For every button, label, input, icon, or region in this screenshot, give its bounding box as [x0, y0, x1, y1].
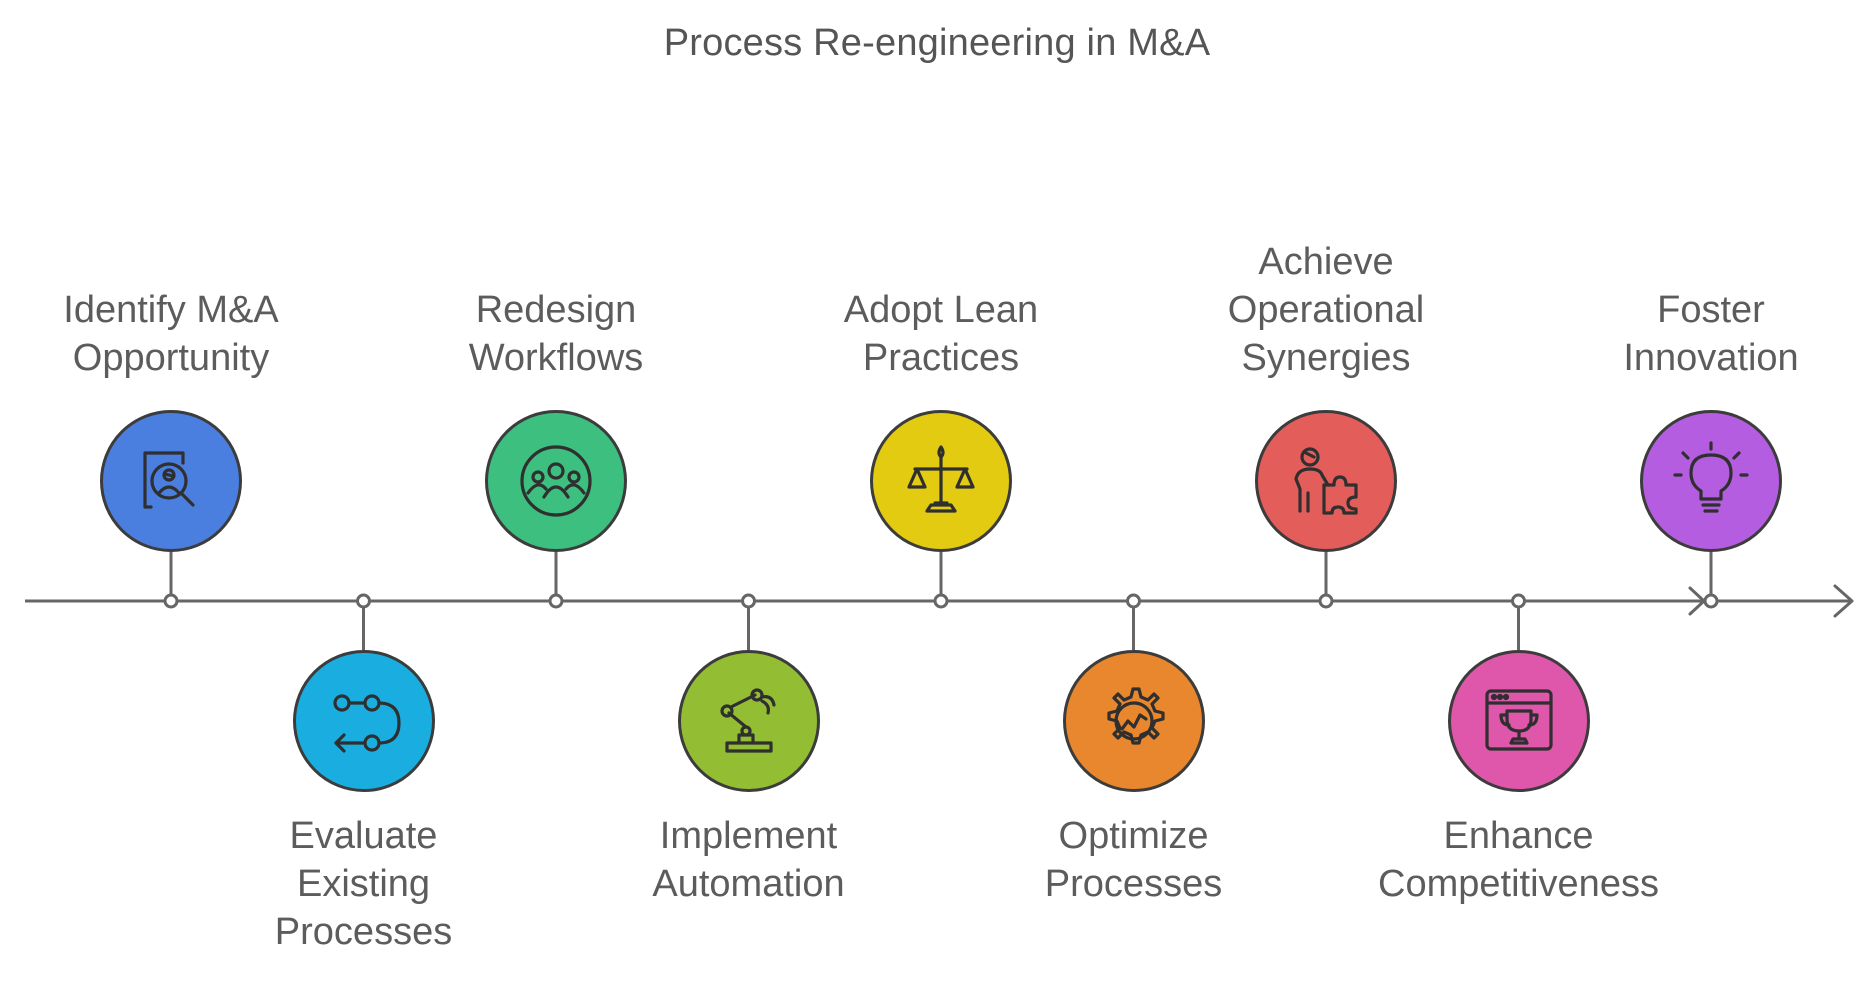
step-node	[485, 410, 627, 552]
timeline-marker	[1126, 593, 1141, 609]
step-node	[1447, 650, 1590, 792]
step-node	[100, 410, 242, 552]
step-node	[677, 650, 820, 792]
document-search-icon	[143, 451, 195, 509]
gear-chart-icon	[1106, 687, 1165, 745]
timeline-marker	[163, 593, 179, 609]
timeline-end-arrow	[1833, 584, 1854, 618]
step-node	[870, 410, 1012, 552]
balance-scale-icon	[907, 445, 975, 513]
step-label: Foster Innovation	[1623, 289, 1799, 379]
timeline-marker	[356, 593, 371, 609]
step-label: Implement Automation	[652, 815, 845, 905]
step-node	[1062, 650, 1205, 792]
step-label: Enhance Competitiveness	[1378, 815, 1659, 905]
step-label: Achieve Operational Synergies	[1227, 241, 1425, 379]
diagram-title: Process Re-engineering in M&A	[663, 22, 1211, 64]
team-group-icon	[520, 445, 592, 517]
timeline-marker	[548, 593, 564, 609]
step-node	[1640, 410, 1782, 552]
timeline-marker	[1511, 593, 1526, 609]
robotic-arm-icon	[719, 688, 776, 753]
person-puzzle-icon	[1294, 447, 1358, 515]
process-flow-icon	[332, 694, 401, 753]
step-node	[1255, 410, 1397, 552]
trophy-window-icon	[1484, 689, 1553, 751]
timeline-marker	[1318, 593, 1334, 609]
timeline-marker	[933, 593, 949, 609]
timeline-marker	[741, 593, 756, 609]
timeline-marker	[1703, 593, 1719, 609]
step-label: Optimize Processes	[1044, 815, 1223, 905]
step-label: Redesign Workflows	[468, 289, 644, 379]
step-node	[292, 650, 435, 792]
lightbulb-icon	[1673, 441, 1749, 513]
step-label: Identify M&A Opportunity	[63, 289, 279, 379]
step-label: Evaluate Existing Processes	[274, 815, 453, 953]
step-label: Adopt Lean Practices	[843, 289, 1039, 379]
